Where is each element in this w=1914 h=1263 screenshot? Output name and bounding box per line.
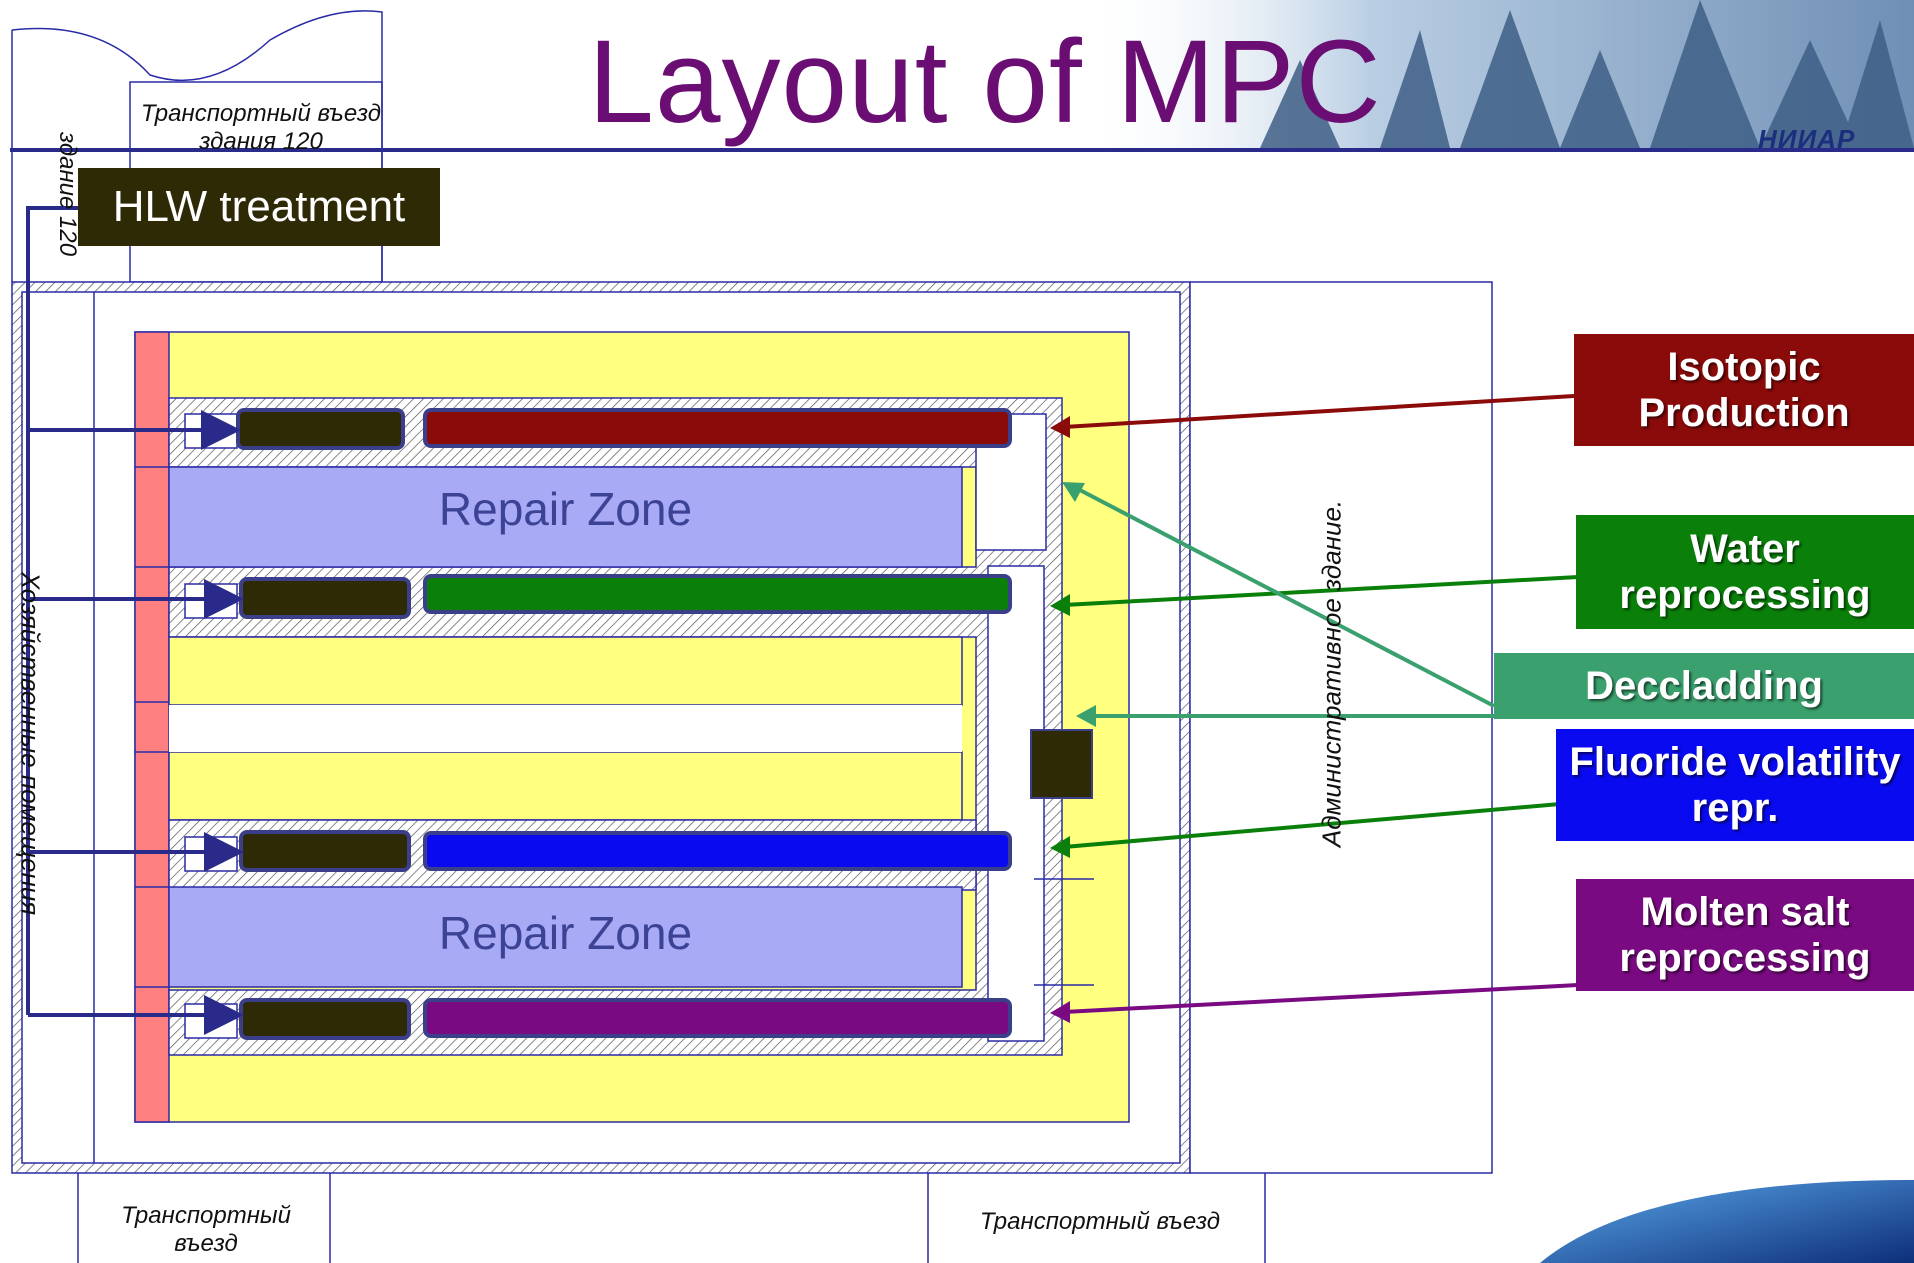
page-title: Layout of MPC [588, 16, 1382, 148]
water-reprocessing-label: Water reprocessing [1576, 515, 1914, 629]
corner-swoosh [1540, 1180, 1914, 1263]
fluoride-volatility-label: Fluoride volatility repr. [1556, 729, 1914, 841]
entrance-bottom-left-label: Транспортный въезд [121, 1202, 291, 1257]
isotopic-cell [423, 408, 1012, 448]
entrance-120-label: Транспортный въезд здания 120 [140, 100, 382, 155]
entrance-bottom-right-label: Транспортный въезд [979, 1208, 1221, 1235]
decladding-label: Deccladding [1494, 653, 1914, 719]
utility-rooms-label: Хозяйственные помещения [15, 571, 46, 916]
repair-zone-2-label: Repair Zone [438, 907, 693, 959]
hot-cell-block-upper [168, 397, 1094, 1056]
isotopic-production-label: Isotopic Production [1574, 334, 1914, 446]
corridor [169, 705, 962, 752]
decladding-cell [1030, 729, 1093, 799]
repair-zone-1-label: Repair Zone [438, 483, 693, 535]
yellow-zone-upper-mid [168, 636, 963, 706]
header-photo [1080, 0, 1914, 148]
repair-zone-1 [168, 466, 963, 568]
molten-salt-label: Molten salt reprocessing [1576, 879, 1914, 991]
water-cell [423, 574, 1012, 614]
repair-zone-2 [168, 886, 963, 988]
building-120-label: здание 120 [54, 131, 81, 257]
hlw-treatment-label: HLW treatment [78, 168, 440, 246]
niiar-logo: НИИАР [1758, 124, 1856, 154]
molten-cell [423, 998, 1012, 1038]
pink-strip-dividers [135, 466, 169, 988]
pink-strip [134, 331, 170, 1123]
hlw-cells [236, 408, 411, 1040]
fluoride-cell [423, 831, 1012, 871]
hlw-feed-lines [26, 206, 244, 1035]
process-arrows [1050, 394, 1579, 1023]
admin-building-label: Административное здание. [1316, 499, 1347, 848]
yellow-zone-lower-mid [168, 751, 963, 821]
